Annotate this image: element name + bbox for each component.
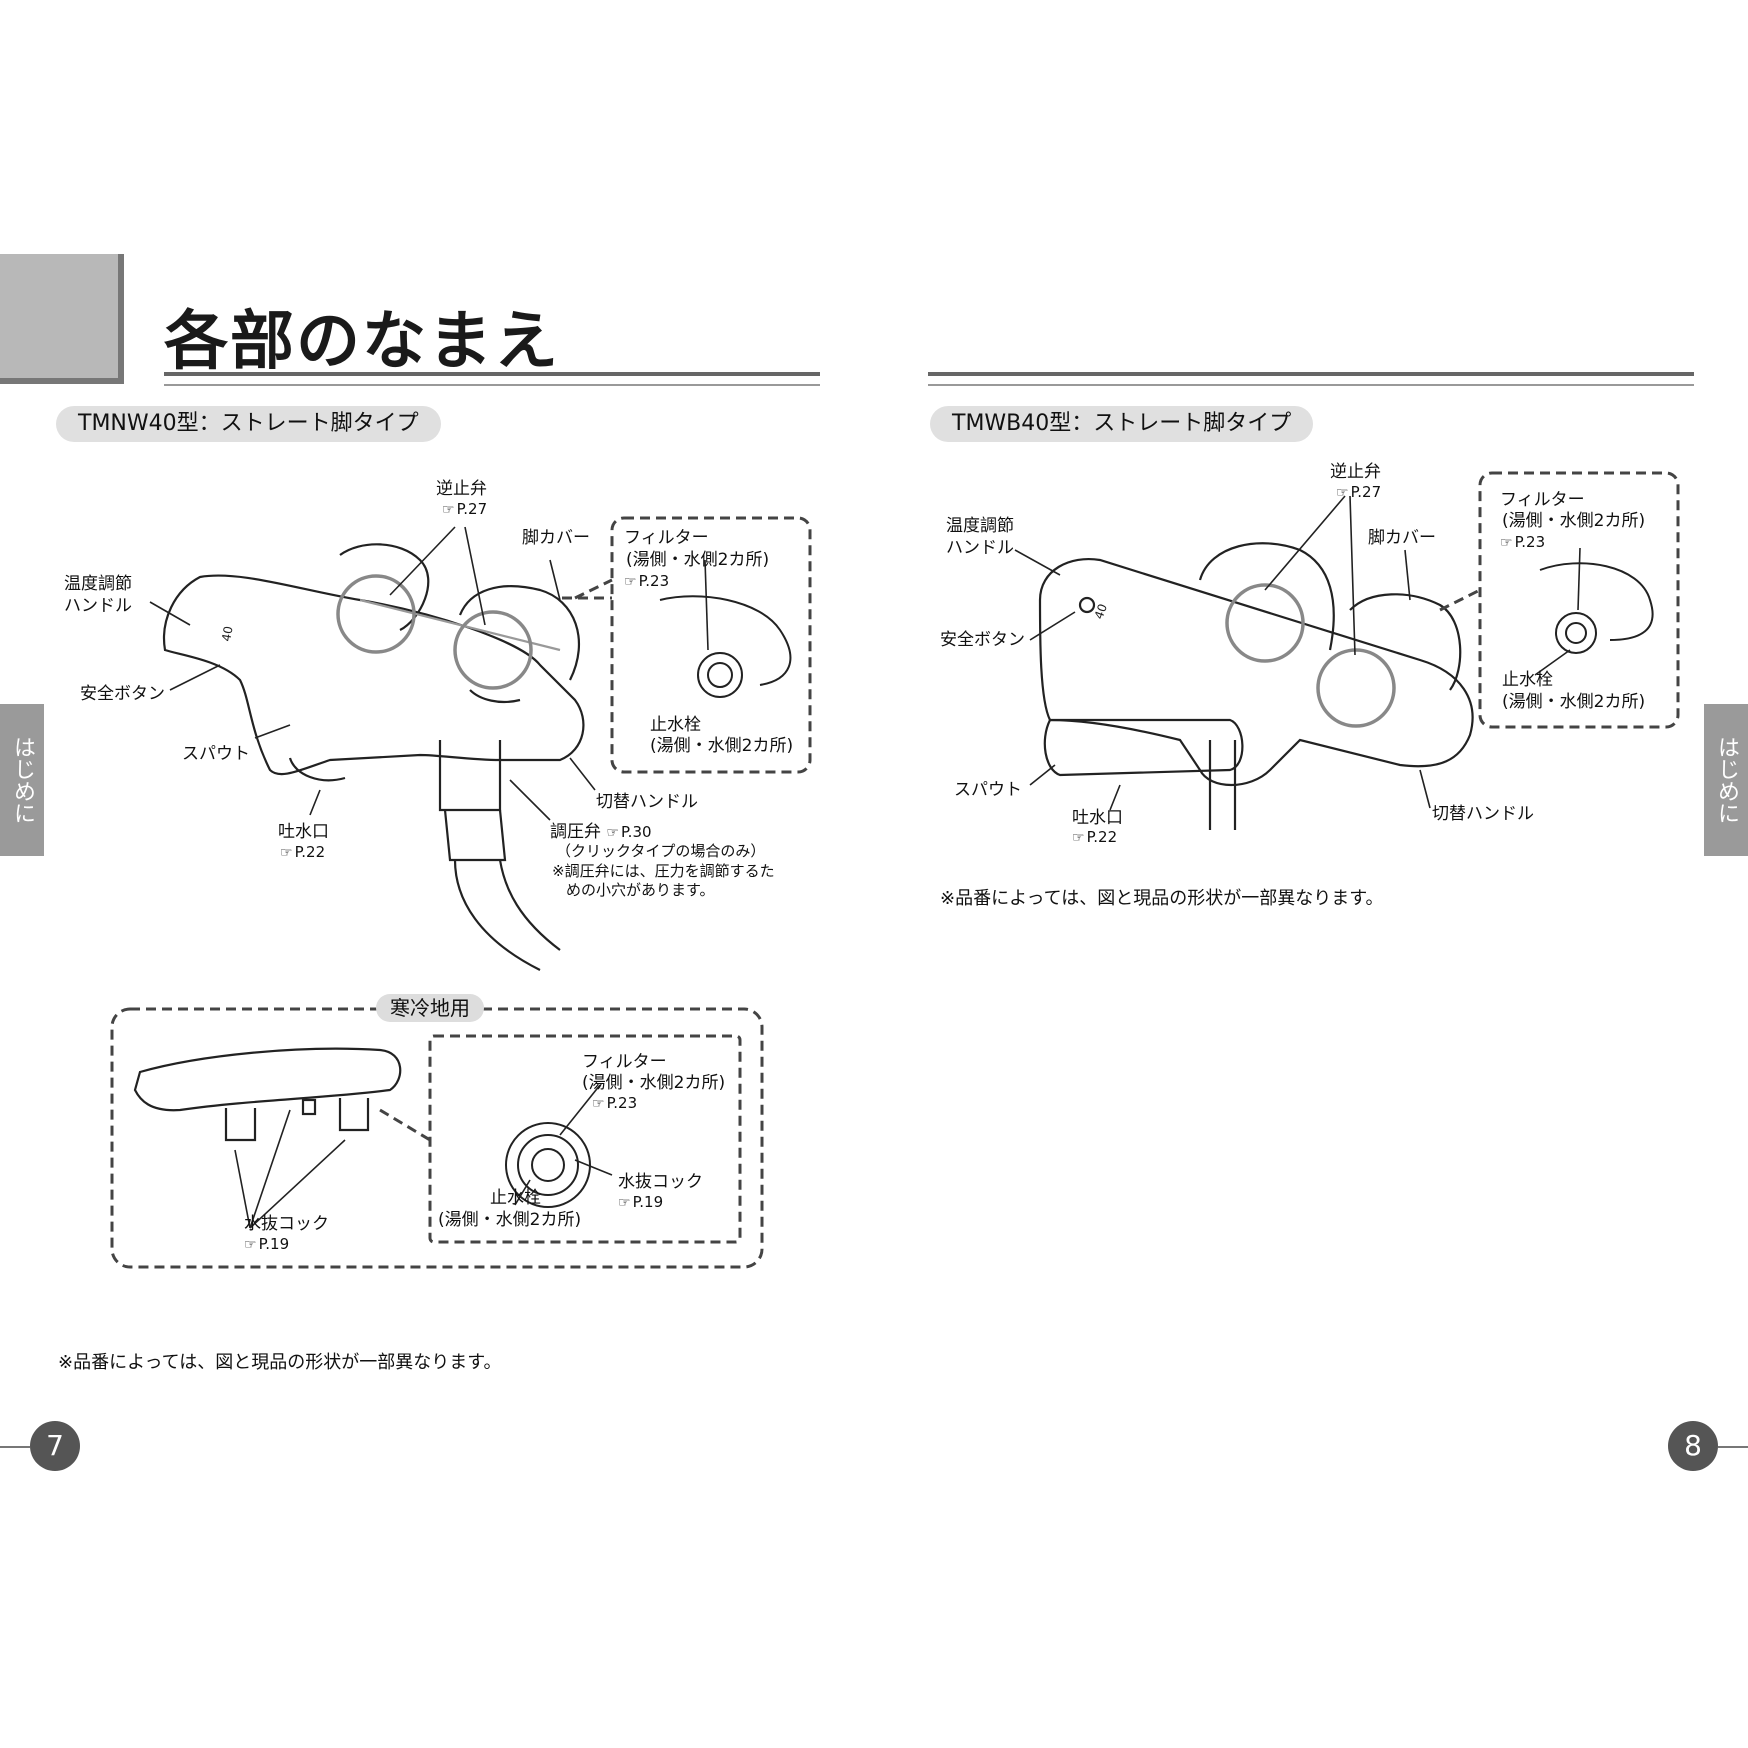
side-tab-left: はじめに bbox=[0, 704, 44, 856]
label-check-valve-left: 逆止弁 bbox=[436, 479, 487, 499]
title-rule-thin bbox=[164, 384, 820, 386]
pressure-note-1: （クリックタイプの場合のみ） bbox=[556, 842, 766, 860]
label-outlet-right: 吐水口 bbox=[1072, 808, 1123, 828]
svg-text:40: 40 bbox=[219, 625, 235, 642]
label-filter-right: フィルター bbox=[1500, 490, 1585, 510]
reference-hand-icon: ☞ bbox=[1500, 535, 1513, 551]
title-rule bbox=[164, 372, 820, 376]
label-drain-cock-main: 水抜コック bbox=[244, 1214, 329, 1234]
reference-hand-icon: ☞ bbox=[280, 845, 293, 861]
label-cold-stop-valve: 止水栓 bbox=[490, 1188, 541, 1208]
left-footnote: ※品番によっては、図と現品の形状が一部異なります。 bbox=[58, 1352, 502, 1373]
ref-outlet-left[interactable]: ☞P.22 bbox=[280, 843, 326, 861]
ref-pressure-valve[interactable]: ☞P.30 bbox=[606, 823, 652, 841]
ref-cold-drain-cock[interactable]: ☞P.19 bbox=[618, 1193, 664, 1211]
label-leg-cover-left: 脚カバー bbox=[522, 528, 590, 548]
ref-check-valve-right[interactable]: ☞P.27 bbox=[1336, 483, 1382, 501]
ref-cold-filter[interactable]: ☞P.23 bbox=[592, 1094, 638, 1112]
label-spout-right: スパウト bbox=[954, 780, 1022, 800]
label-pressure-valve: 調圧弁 ☞P.30 bbox=[550, 822, 652, 842]
label-spout-left: スパウト bbox=[182, 744, 250, 764]
reference-hand-icon: ☞ bbox=[1072, 830, 1085, 846]
reference-hand-icon: ☞ bbox=[592, 1096, 605, 1112]
label-temp-handle-left-1: 温度調節 bbox=[64, 574, 132, 594]
pressure-note-3: めの小穴があります。 bbox=[566, 881, 715, 899]
ref-check-valve-left[interactable]: ☞P.27 bbox=[442, 500, 488, 518]
label-outlet-left: 吐水口 bbox=[278, 822, 329, 842]
label-stop-valve-sub-left: (湯側・水側2カ所) bbox=[650, 736, 794, 756]
check-valve-circle-2 bbox=[453, 610, 533, 690]
ref-drain-cock-main[interactable]: ☞P.19 bbox=[244, 1235, 290, 1253]
tmwb-body bbox=[1038, 557, 1474, 787]
label-temp-handle-left-2: ハンドル bbox=[64, 596, 132, 616]
svg-text:40: 40 bbox=[1092, 602, 1110, 621]
cold-region-frame bbox=[110, 1007, 764, 1269]
reference-hand-icon: ☞ bbox=[624, 574, 637, 590]
label-leg-cover-right: 脚カバー bbox=[1368, 528, 1436, 548]
label-switch-handle-right: 切替ハンドル bbox=[1432, 804, 1534, 824]
label-stop-valve-sub-right: (湯側・水側2カ所) bbox=[1502, 692, 1646, 712]
label-switch-handle-left: 切替ハンドル bbox=[596, 792, 698, 812]
right-footnote: ※品番によっては、図と現品の形状が一部異なります。 bbox=[940, 888, 1384, 909]
check-valve-circle-3 bbox=[1225, 583, 1305, 663]
right-rule-thin bbox=[928, 384, 1694, 386]
page-num-line-left bbox=[0, 1446, 30, 1448]
ref-filter-right[interactable]: ☞P.23 bbox=[1500, 533, 1546, 551]
cold-region-body bbox=[133, 1047, 402, 1112]
reference-hand-icon: ☞ bbox=[244, 1237, 257, 1253]
side-tab-right: はじめに bbox=[1704, 704, 1748, 856]
label-cold-stop-valve-sub: (湯側・水側2カ所) bbox=[438, 1210, 582, 1230]
reference-hand-icon: ☞ bbox=[618, 1195, 631, 1211]
page-number-left: 7 bbox=[30, 1421, 80, 1471]
page-num-line-right bbox=[1718, 1446, 1748, 1448]
right-rule bbox=[928, 372, 1694, 376]
ref-filter-left[interactable]: ☞P.23 bbox=[624, 572, 670, 590]
ref-outlet-right[interactable]: ☞P.22 bbox=[1072, 828, 1118, 846]
label-stop-valve-left: 止水栓 bbox=[650, 715, 701, 735]
page-title: 各部のなまえ bbox=[164, 305, 560, 379]
reference-hand-icon: ☞ bbox=[1336, 485, 1349, 501]
label-filter-sub-left: (湯側・水側2カ所) bbox=[626, 550, 770, 570]
right-model-heading: TMWB40型：ストレート脚タイプ bbox=[930, 406, 1314, 442]
label-filter-sub-right: (湯側・水側2カ所) bbox=[1502, 511, 1646, 531]
label-cold-filter-sub: (湯側・水側2カ所) bbox=[582, 1073, 726, 1093]
check-valve-circle-1 bbox=[336, 574, 416, 654]
label-safety-button-right: 安全ボタン bbox=[940, 630, 1025, 650]
check-valve-circle-4 bbox=[1316, 648, 1396, 728]
page-number-right: 8 bbox=[1668, 1421, 1718, 1471]
label-temp-handle-right-2: ハンドル bbox=[946, 538, 1014, 558]
filter-inset-frame bbox=[610, 516, 812, 774]
cold-region-title: 寒冷地用 bbox=[376, 994, 484, 1022]
left-model-heading: TMNW40型：ストレート脚タイプ bbox=[56, 406, 441, 442]
label-stop-valve-right: 止水栓 bbox=[1502, 670, 1553, 690]
pressure-note-2: ※調圧弁には、圧力を調節するた bbox=[552, 862, 775, 880]
reference-hand-icon: ☞ bbox=[442, 502, 455, 518]
label-temp-handle-right-1: 温度調節 bbox=[946, 516, 1014, 536]
label-cold-filter: フィルター bbox=[582, 1052, 667, 1072]
right-filter-inset-frame bbox=[1478, 471, 1680, 729]
tmnw-body bbox=[162, 574, 585, 776]
title-decoration-block bbox=[0, 254, 124, 384]
label-filter-left: フィルター bbox=[624, 528, 709, 548]
label-cold-drain-cock: 水抜コック bbox=[618, 1172, 703, 1192]
label-safety-button-left: 安全ボタン bbox=[80, 684, 165, 704]
label-check-valve-right: 逆止弁 bbox=[1330, 462, 1381, 482]
reference-hand-icon: ☞ bbox=[606, 825, 619, 841]
